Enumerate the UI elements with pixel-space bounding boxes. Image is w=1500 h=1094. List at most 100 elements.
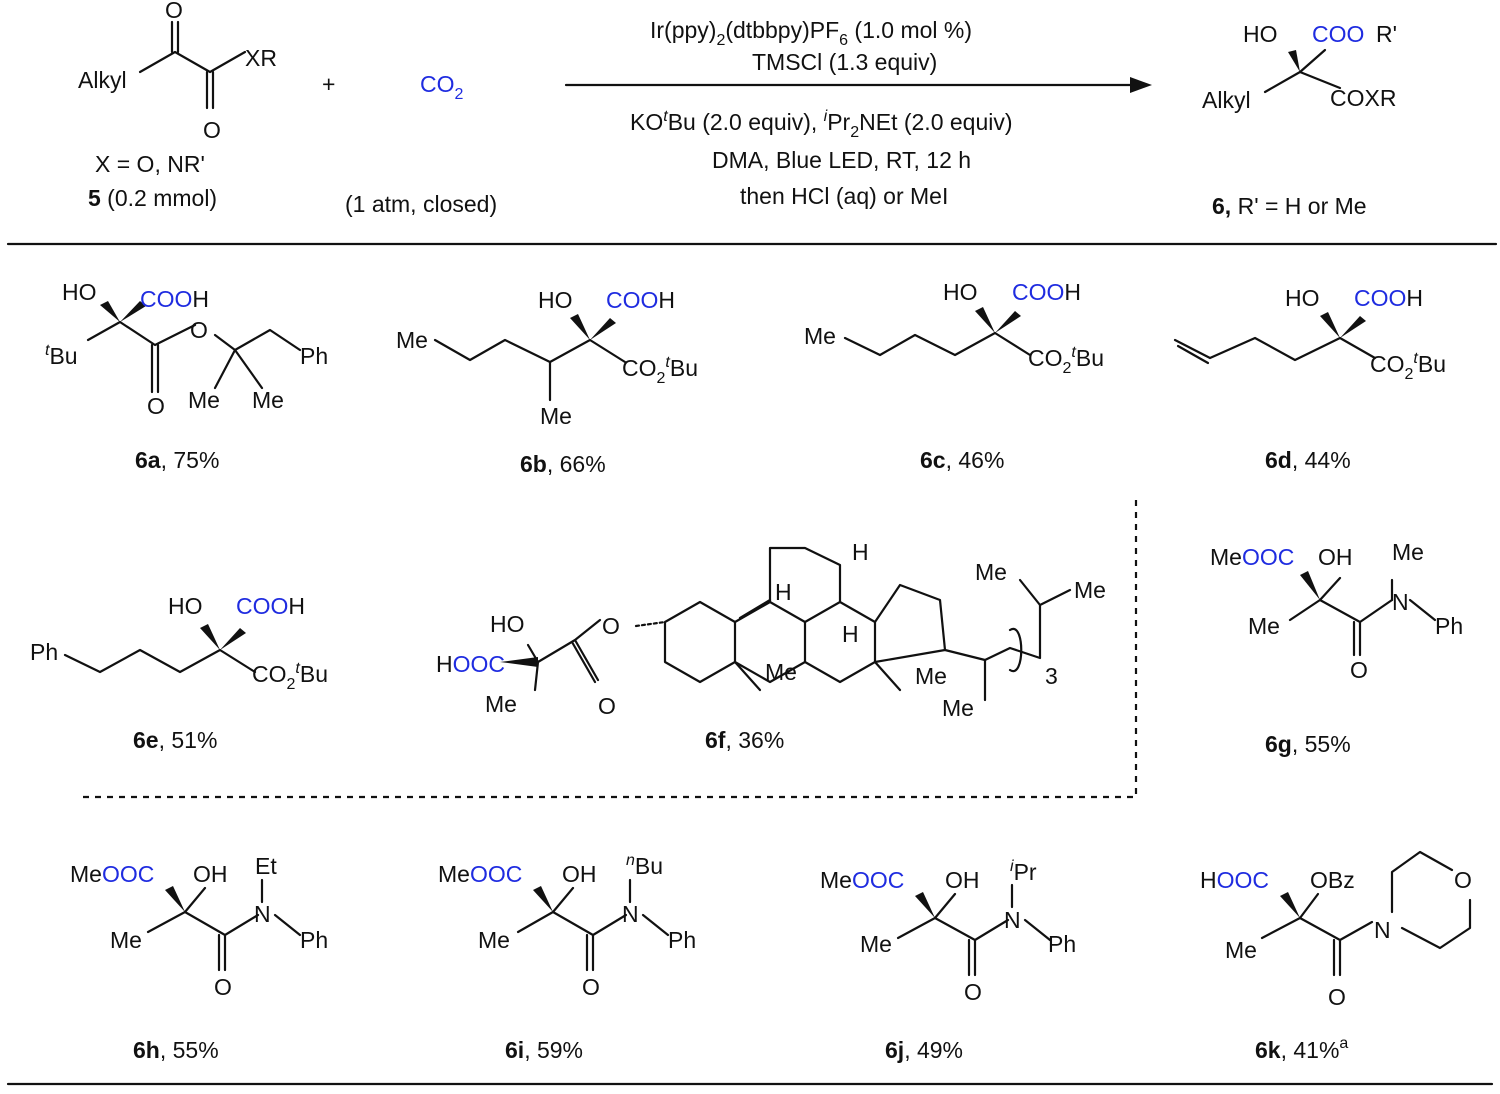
oh-label: OH — [1318, 544, 1353, 570]
h-label-3: H — [842, 621, 859, 647]
et-label: Et — [255, 853, 277, 879]
me-label: Me — [396, 327, 428, 353]
me-label-2: Me — [765, 659, 797, 685]
h-label-2: H — [775, 579, 792, 605]
arrow-head-icon — [1130, 77, 1152, 93]
nbu-label: nBu — [626, 852, 663, 879]
ph-label: Ph — [300, 343, 328, 369]
ketone-o-label: O — [165, 0, 183, 23]
me-label: Me — [485, 691, 517, 717]
compound-6i: MeOOC OH nBu N Me Ph O 6i, 59% — [438, 852, 696, 1063]
ho-label: HO — [490, 611, 525, 637]
co2-label: CO2 — [420, 71, 464, 103]
condition-solvent: DMA, Blue LED, RT, 12 h — [712, 147, 971, 173]
condition-tmscl: TMSCl (1.3 equiv) — [752, 49, 937, 75]
ho-label: HO — [943, 279, 978, 305]
caption-6j: 6j, 49% — [885, 1037, 963, 1063]
product-6: HO COO R' Alkyl COXR 6, R' = H or Me — [1202, 21, 1397, 219]
oh-label: OH — [193, 861, 228, 887]
condition-catalyst: Ir(ppy)2(dtbbpy)PF6 (1.0 mol %) — [650, 17, 972, 49]
hooc-label: HOOC — [436, 651, 505, 677]
caption-6i: 6i, 59% — [505, 1037, 583, 1063]
morpholine-o-label: O — [1454, 867, 1472, 893]
me-label: Me — [110, 927, 142, 953]
ipr-label: iPr — [1010, 858, 1037, 885]
tbu-label: tBu — [45, 342, 78, 369]
compound-6j: MeOOC OH iPr N Me Ph O 6j, 49% — [820, 858, 1076, 1063]
carbonyl-o-label: O — [1328, 984, 1346, 1010]
h-label-1: H — [852, 539, 869, 565]
caption-6d: 6d, 44% — [1265, 447, 1351, 473]
me-label-4: Me — [975, 559, 1007, 585]
ph-label: Ph — [1435, 613, 1463, 639]
me-label-5: Me — [1074, 577, 1106, 603]
co2tbu-label: CO2tBu — [622, 354, 698, 387]
me-label: Me — [1225, 937, 1257, 963]
compound-6c: Me HO COOH CO2tBu 6c, 46% — [804, 279, 1104, 473]
plus-sign: + — [322, 71, 335, 97]
oh-label: OH — [945, 867, 980, 893]
ho-label: HO — [1285, 285, 1320, 311]
co2-reagent: CO2 (1 atm, closed) — [345, 71, 497, 217]
caption-6c: 6c, 46% — [920, 447, 1004, 473]
carbonyl-o-label: O — [214, 974, 232, 1000]
caption-6a: 6a, 75% — [135, 447, 219, 473]
product-coxr: COXR — [1330, 85, 1396, 111]
compound-6e: Ph HO COOH CO2tBu 6e, 51% — [30, 593, 328, 753]
me-label: Me — [804, 323, 836, 349]
xr-label: XR — [245, 45, 277, 71]
product-alkyl: Alkyl — [1202, 87, 1251, 113]
compound-6g: MeOOC OH Me N Me Ph O 6g, 55% — [1210, 539, 1463, 757]
cooh-label: COOH — [140, 286, 209, 312]
cooh-label: COOH — [236, 593, 305, 619]
condition-workup: then HCl (aq) or MeI — [740, 183, 948, 209]
product-label: 6, R' = H or Me — [1212, 193, 1367, 219]
ho-label: HO — [168, 593, 203, 619]
hooc-label: HOOC — [1200, 867, 1269, 893]
obz-label: OBz — [1310, 867, 1355, 893]
ph-label: Ph — [30, 639, 58, 665]
caption-6g: 6g, 55% — [1265, 731, 1351, 757]
co2tbu-label: CO2tBu — [252, 660, 328, 693]
carbonyl-o-label: O — [1350, 657, 1368, 683]
caption-6k: 6k, 41%a — [1255, 1035, 1348, 1063]
ho-label: HO — [62, 279, 97, 305]
me-label-2: Me — [540, 403, 572, 429]
meooc-label: MeOOC — [820, 867, 904, 893]
carbonyl-o-label: O — [598, 693, 616, 719]
me-label-6: Me — [942, 695, 974, 721]
ester-o-label: O — [190, 317, 208, 343]
reaction-conditions: Ir(ppy)2(dtbbpy)PF6 (1.0 mol %) TMSCl (1… — [564, 17, 1152, 209]
me-label: Me — [860, 931, 892, 957]
carbonyl-o-label: O — [964, 979, 982, 1005]
me-label-2: Me — [1248, 613, 1280, 639]
caption-6b: 6b, 66% — [520, 451, 606, 477]
ph-label: Ph — [668, 927, 696, 953]
caption-6h: 6h, 55% — [133, 1037, 219, 1063]
caption-6f: 6f, 36% — [705, 727, 784, 753]
me-label-2: Me — [252, 387, 284, 413]
cooh-label: COOH — [1354, 285, 1423, 311]
meooc-label: MeOOC — [438, 861, 522, 887]
product-ho: HO — [1243, 21, 1278, 47]
oh-label: OH — [562, 861, 597, 887]
meooc-label: MeOOC — [1210, 544, 1294, 570]
co2tbu-label: CO2tBu — [1370, 350, 1446, 383]
compound-6f: HOOC HO Me O O H H H Me Me Me Me 3 Me 6f… — [436, 539, 1106, 753]
compound-6h: MeOOC OH Et N Me Ph O 6h, 55% — [70, 853, 328, 1063]
carbonyl-o-label: O — [203, 117, 221, 143]
chain-count-label: 3 — [1045, 663, 1058, 689]
x-definition: X = O, NR' — [95, 151, 205, 177]
me-label-1: Me — [188, 387, 220, 413]
ph-label: Ph — [300, 927, 328, 953]
co2-note: (1 atm, closed) — [345, 191, 497, 217]
compound-6k: HOOC OBz N O Me O 6k, 41%a — [1200, 850, 1472, 1063]
ph-label: Ph — [1048, 931, 1076, 957]
ester-o-label: O — [602, 613, 620, 639]
ho-label: HO — [538, 287, 573, 313]
condition-bases: KOtBu (2.0 equiv), iPr2NEt (2.0 equiv) — [630, 108, 1013, 141]
alkyl-label: Alkyl — [78, 67, 127, 93]
n-label: N — [1374, 917, 1391, 943]
n-label: N — [1004, 907, 1021, 933]
